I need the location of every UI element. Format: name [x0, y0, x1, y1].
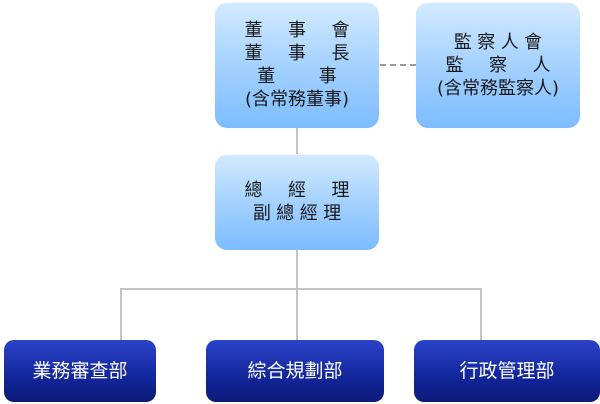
supervisors-line-2: 監 察 人 — [445, 54, 561, 76]
board-of-directors-node: 董 事 會 董 事 長 董 事 (含常務董事) — [215, 2, 379, 128]
department-label: 業務審查部 — [32, 359, 128, 382]
board-line-1: 董 事 會 — [244, 20, 360, 41]
general-manager-node: 總 經 理 副總經理 — [215, 154, 379, 250]
supervisors-node: 監察人會 監 察 人 (含常務監察人) — [416, 2, 580, 128]
board-line-4: (含常務董事) — [244, 89, 350, 110]
board-line-3: 董 事 — [257, 66, 356, 87]
connector-dept-3 — [480, 288, 482, 340]
department-label: 綜合規劃部 — [247, 359, 343, 382]
supervisors-line-1: 監察人會 — [453, 31, 548, 53]
management-line-2: 副總經理 — [252, 203, 347, 224]
department-business-review: 業務審查部 — [4, 340, 156, 402]
department-administration: 行政管理部 — [414, 340, 600, 402]
connector-board-to-supervisors — [380, 64, 416, 66]
department-planning: 綜合規劃部 — [206, 340, 384, 402]
connector-board-to-management — [296, 128, 298, 154]
board-line-2: 董 事 長 — [244, 43, 360, 64]
department-label: 行政管理部 — [459, 359, 555, 382]
connector-horizontal-bar — [120, 288, 482, 290]
connector-dept-2 — [296, 288, 298, 340]
supervisors-line-3: (含常務監察人) — [436, 77, 560, 99]
connector-dept-1 — [120, 288, 122, 340]
management-line-1: 總 經 理 — [244, 180, 360, 201]
connector-management-trunk — [296, 250, 298, 290]
